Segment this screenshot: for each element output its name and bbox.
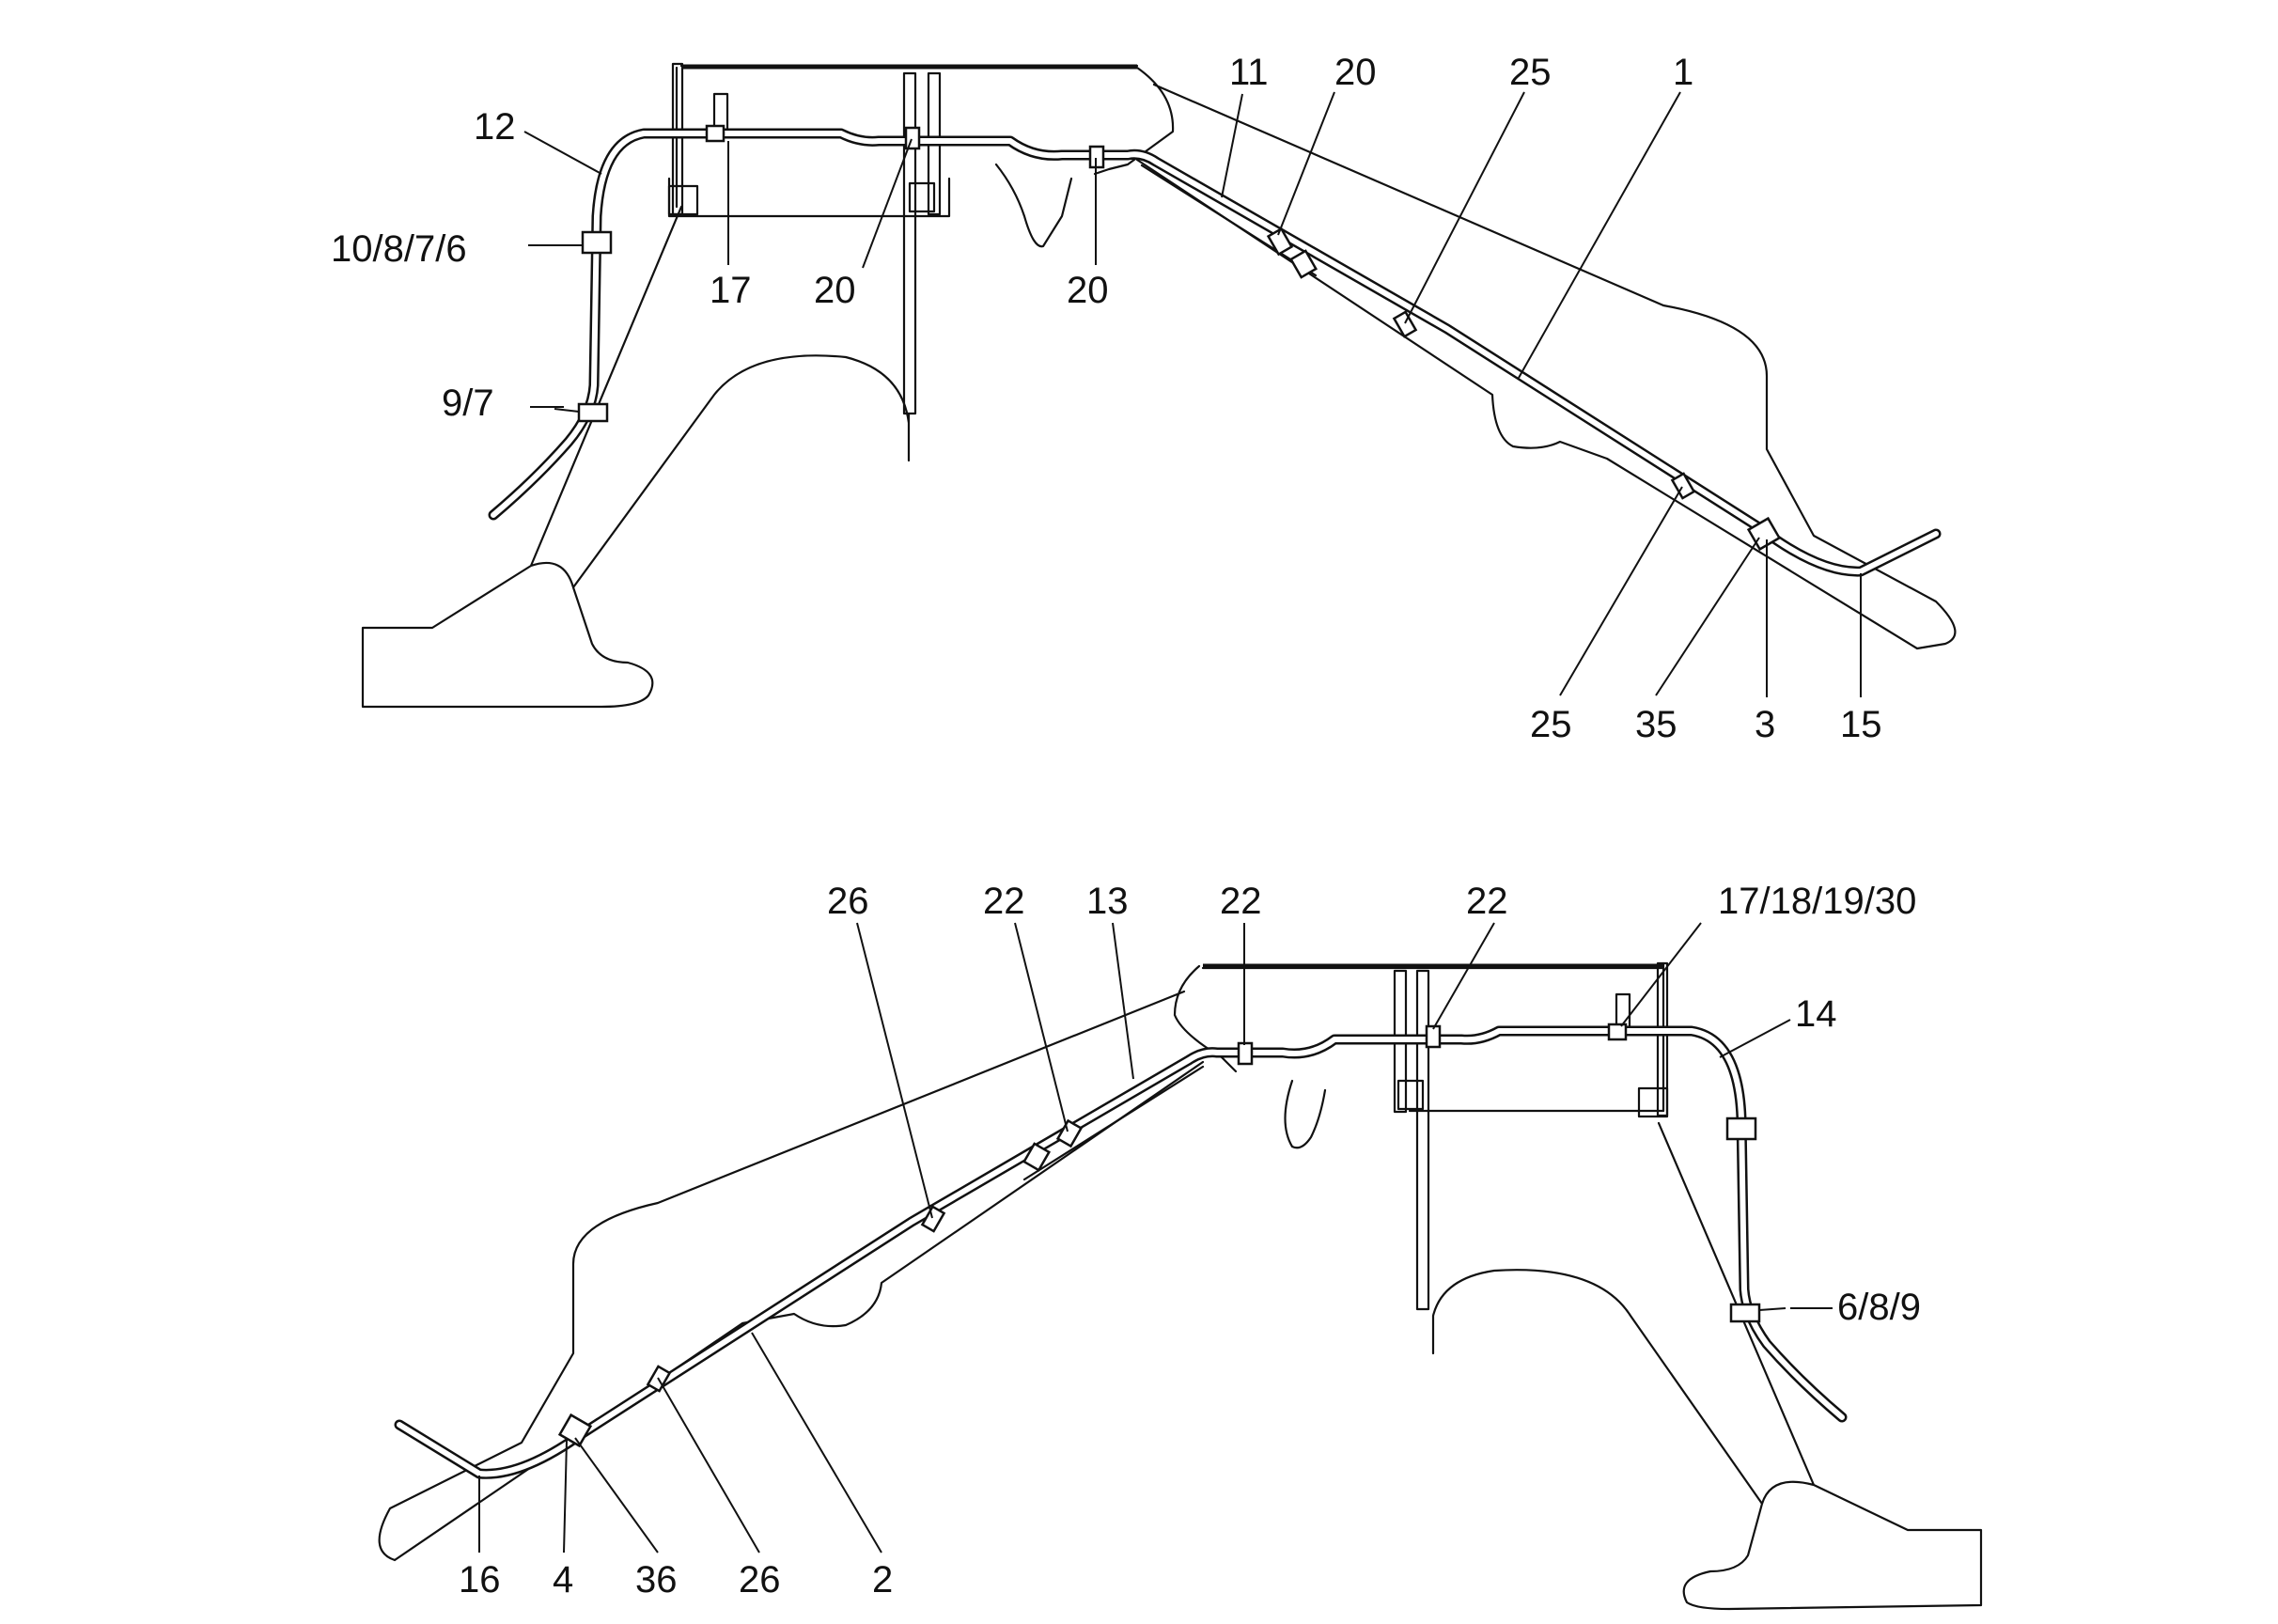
top-leader-11 [1221,93,1243,198]
top-clamp-20c [1266,226,1294,257]
top-label-10876: 10/8/7/6 [331,228,467,270]
bottom-label-26b: 26 [739,1559,781,1601]
top-label-12: 12 [474,106,516,148]
bottom-clamp-22d [1022,1142,1052,1172]
bottom-label-22a: 22 [983,881,1025,922]
bottom-leader-2 [751,1332,882,1554]
top-fitting-left [667,184,699,216]
bottom-leader-4 [563,1439,568,1554]
bottom-label-26a: 26 [827,881,869,922]
top-label-11: 11 [1229,52,1269,93]
bottom-leader-17 [1620,922,1702,1027]
top-label-20c: 20 [1334,52,1377,93]
top-leader-35 [1655,537,1760,696]
bottom-label-13: 13 [1086,881,1129,922]
top-clamp-9 [577,402,609,423]
top-label-3: 3 [1755,704,1775,745]
top-post-block [908,181,936,213]
top-post-a [902,71,917,415]
bottom-leader-13 [1112,922,1134,1080]
top-label-1: 1 [1673,52,1693,93]
top-clamp-25a [1392,310,1418,338]
top-leader-20a [862,138,913,269]
bottom-clamp-22b [1237,1041,1254,1066]
bottom-post-block [1396,1079,1425,1111]
top-label-97: 9/7 [442,383,494,424]
top-clamp-20d [1288,249,1318,279]
top-leader-25a [1404,91,1525,324]
bottom-leader-36 [574,1437,659,1554]
bottom-clamp-6 [1729,1303,1761,1323]
bottom-label-14: 14 [1795,993,1837,1035]
bottom-clamp-26a [920,1205,946,1233]
top-label-25a: 25 [1509,52,1552,93]
top-label-35: 35 [1635,704,1677,745]
bottom-clamp-6-tab [1758,1307,1787,1311]
bottom-clamp-17 [1607,1023,1628,1041]
top-leader-12 [523,131,602,175]
top-label-25b: 25 [1530,704,1572,745]
top-clamp-10 [581,230,613,255]
top-clamp-9-tab [554,408,580,413]
bottom-leader-26b [657,1377,760,1554]
bottom-leader-22a [1014,922,1069,1132]
top-assembly: 12 10/8/7/6 9/7 17 20 20 11 20 25 1 25 3… [331,52,1957,745]
bottom-post-a [1415,969,1430,1311]
bottom-label-22b: 22 [1220,881,1262,922]
bottom-label-689: 6/8/9 [1837,1287,1921,1328]
bottom-leader-22c [1432,922,1495,1030]
top-clamp-25b [1670,472,1696,500]
bottom-assembly: 26 22 13 22 22 17/18/19/30 14 6/8/9 16 4… [378,881,1983,1611]
bottom-leader-26a [856,922,933,1219]
top-label-15: 15 [1840,704,1882,745]
bottom-label-16: 16 [459,1559,501,1601]
bottom-label-17183: 17/18/19/30 [1718,881,1916,922]
bottom-label-4: 4 [553,1559,573,1601]
bottom-clamp-36 [557,1413,593,1448]
bottom-label-2: 2 [872,1559,893,1601]
top-clamp-20a [904,126,921,150]
top-leader-1 [1518,91,1681,379]
bottom-clamp-22c [1055,1118,1084,1148]
bottom-leader-14 [1719,1019,1791,1058]
top-pipe-outer [488,128,1942,577]
top-pipe-secondary [1140,164,1318,277]
bottom-clamp-22a [1425,1024,1442,1049]
top-clamp-17 [705,124,726,143]
top-label-20b: 20 [1067,270,1109,311]
bottom-clamp-14 [1725,1116,1757,1141]
top-leader-25b [1559,486,1683,696]
bottom-label-22c: 22 [1466,881,1508,922]
bottom-fitting-right [1637,1086,1669,1118]
bottom-label-36: 36 [635,1559,678,1601]
top-leader-20c [1277,91,1335,236]
bottom-pipe-secondary [1022,1065,1205,1181]
top-label-17: 17 [710,270,752,311]
top-label-20a: 20 [814,270,856,311]
